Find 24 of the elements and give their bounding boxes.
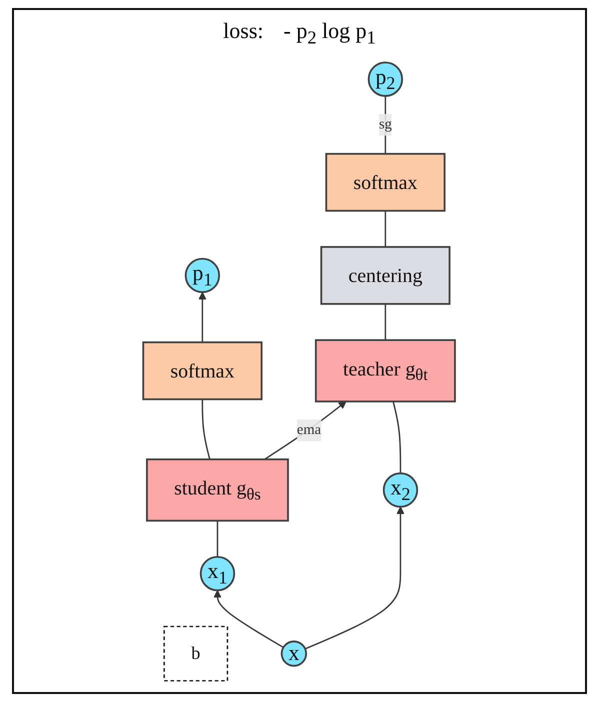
node-circle: p$_{1}$ [185, 258, 220, 294]
node-circle: p$_{2}$ [368, 62, 404, 97]
node-circle: x [281, 640, 308, 667]
edge-label: ema [297, 422, 322, 438]
arrow [198, 292, 207, 342]
node-box: student g$_{θs}$ [146, 458, 290, 522]
arrow [264, 401, 347, 460]
connector [217, 520, 219, 557]
node-circle: x$_{2}$ [383, 472, 418, 508]
connector [392, 401, 402, 474]
node-box: b [164, 626, 229, 682]
connector [385, 304, 386, 340]
node-box: softmax [142, 341, 263, 400]
node-box: centering [320, 246, 451, 305]
node-circle: x$_{1}$ [200, 556, 236, 592]
node-box: softmax [326, 152, 446, 212]
connector [385, 210, 386, 247]
edge-label: sg [379, 116, 392, 132]
connector [202, 399, 211, 460]
arrow [305, 506, 405, 650]
arrow [214, 590, 284, 648]
loss-text: - p$_{2}$ log p$_{1}$ [284, 18, 376, 50]
loss-text: loss: [223, 18, 264, 44]
node-box: teacher g$_{θt}$ [315, 339, 456, 402]
